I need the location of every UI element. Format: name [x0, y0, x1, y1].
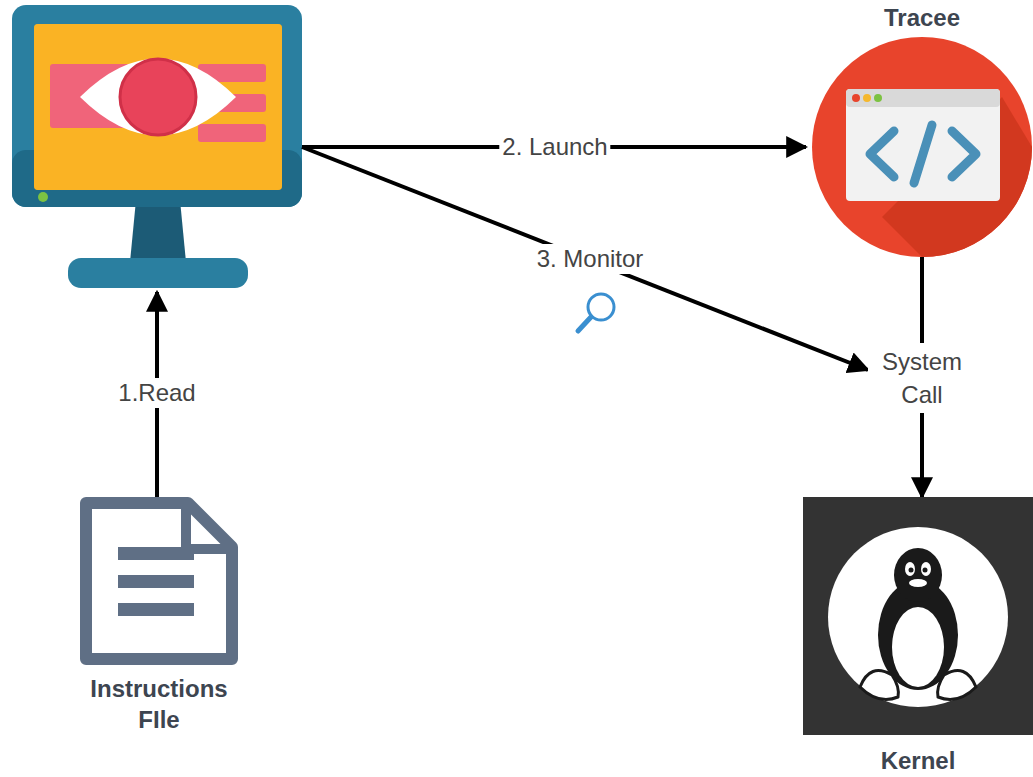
step-label: 2. Launch [499, 132, 610, 162]
monitor-arrows [157, 147, 868, 497]
monitor-icon [12, 5, 302, 288]
os-box [803, 497, 1033, 735]
magnifier-icon [578, 294, 614, 331]
edge-label: System Call [868, 343, 976, 413]
file-node: Instructions FIle [78, 495, 240, 667]
step-label: 1.Read [115, 378, 198, 408]
node-heading: Kernel [798, 745, 1033, 776]
step-label: 3. Monitor [534, 244, 647, 274]
app-circle [812, 37, 1032, 257]
kernel-node: Kernel [803, 497, 1033, 735]
node-heading: Instructions FIle [74, 673, 244, 735]
document-icon [78, 495, 240, 667]
process-node: Tracee [812, 37, 1032, 257]
node-heading: Tracee [802, 2, 1033, 33]
